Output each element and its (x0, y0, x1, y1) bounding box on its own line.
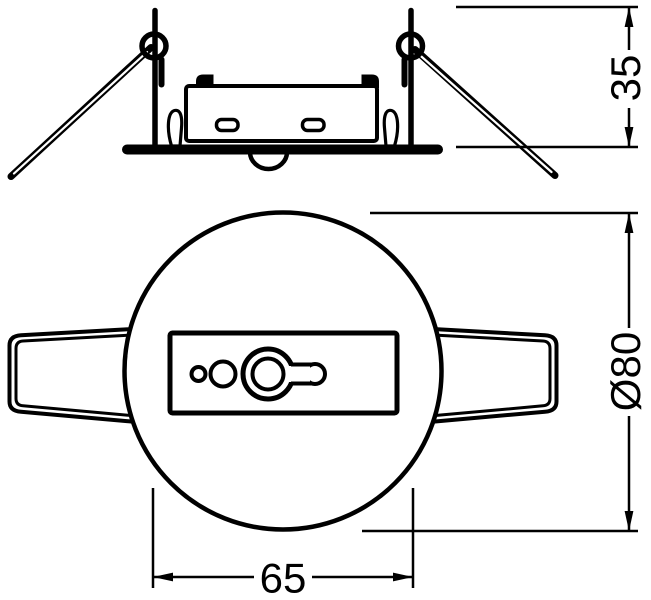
side-view (7, 7, 559, 180)
arrow-depth-down (624, 127, 634, 147)
retainer-hook-left (166, 108, 184, 148)
spring-wire-left-slit (12, 50, 149, 175)
dimension-diameter-label: Ø80 (602, 332, 649, 411)
lens-bump-arc (247, 151, 290, 172)
spring-wire-right-slit (416, 52, 553, 174)
housing-body (184, 84, 379, 143)
dimension-depth: 35 (456, 5, 649, 149)
dimension-spacing-label: 65 (260, 555, 307, 600)
front-view (7, 210, 559, 532)
body-slot-right (300, 117, 326, 133)
arrow-spacing-right (393, 572, 413, 582)
arrow-spacing-left (153, 572, 173, 582)
dimension-annotations: 35 Ø80 65 (151, 5, 649, 600)
dimension-diameter: Ø80 (362, 211, 649, 533)
body-tab-left (196, 74, 214, 88)
wing-right-inner (423, 333, 552, 418)
arrow-diameter-up (624, 213, 634, 233)
wing-left-inner (14, 333, 143, 418)
retainer-hook-right (382, 108, 400, 148)
wire-loop-right (401, 56, 408, 88)
body-tab-right (361, 74, 379, 88)
dimension-depth-label: 35 (602, 55, 649, 102)
arrow-diameter-down (624, 511, 634, 531)
lens-inner-circle (250, 356, 286, 392)
dimension-spacing: 65 (151, 488, 415, 600)
wire-loop-left (158, 56, 165, 88)
wing-left-outer (7, 326, 143, 425)
keyhole-neck-fill (289, 366, 310, 382)
wing-right-outer (423, 326, 559, 425)
flange-bar (122, 144, 443, 155)
body-slot-left (214, 117, 240, 133)
arrow-depth-up (624, 7, 634, 27)
indicator-dot-small (189, 365, 208, 383)
indicator-dot-medium (208, 359, 238, 389)
